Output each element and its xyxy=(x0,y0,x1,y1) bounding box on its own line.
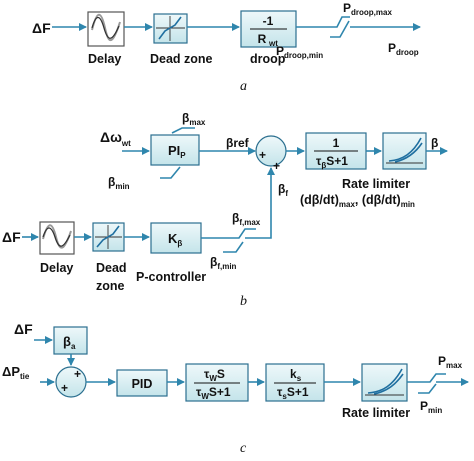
washout-denominator: τWS+1 xyxy=(196,385,231,401)
panel-c: ΔF βa ΔPtie + + PID τWS τWS+1 ks τsS+1 R… xyxy=(2,321,469,456)
beta-a-block xyxy=(53,326,88,355)
input-delta-f-c: ΔF xyxy=(14,321,33,337)
wire-feedback-to-sum xyxy=(245,167,275,239)
pmin-label: Pmin xyxy=(420,399,442,415)
kbeta-lower-limit-line xyxy=(223,241,244,253)
pid-label: PID xyxy=(132,377,153,391)
pi-upper-limit-line xyxy=(171,127,195,134)
rate-limiter-block-c xyxy=(361,363,408,402)
caption-c: c xyxy=(240,441,247,456)
sum-c-plus-2: + xyxy=(61,381,68,395)
deadzone-label: Dead zone xyxy=(150,52,213,66)
deadzone-icon xyxy=(156,16,185,41)
pi-lower-limit-line xyxy=(160,166,181,179)
beta-max-label: βmax xyxy=(182,111,206,127)
pmax-label: Pmax xyxy=(438,354,463,370)
sum-b-plus-1: + xyxy=(259,148,266,162)
lag-numerator: ks xyxy=(290,367,302,383)
beta-min-label: βmin xyxy=(108,175,130,191)
caption-b: b xyxy=(240,294,247,309)
beta-fmax-label: βf,max xyxy=(232,211,261,227)
input-delta-omega: Δωwt xyxy=(100,129,131,148)
limiter-upper-line xyxy=(329,16,350,28)
sum-b-plus-2: + xyxy=(273,159,280,173)
beta-output-label: β xyxy=(431,136,438,150)
pi-block xyxy=(150,134,200,166)
lag-denominator: τsS+1 xyxy=(277,385,309,401)
beta-ref-label: βref xyxy=(226,136,250,150)
deadzone-label-b1: Dead xyxy=(96,261,127,275)
sum-c-plus-1: + xyxy=(74,367,81,381)
droop-numerator: -1 xyxy=(263,14,274,28)
output-lower-limit-line xyxy=(418,383,437,394)
deadzone-label-b2: zone xyxy=(96,279,125,293)
caption-a: a xyxy=(240,79,247,94)
kbeta-block xyxy=(150,222,202,254)
pi-label: PIP xyxy=(168,143,186,160)
deadzone-icon-b xyxy=(95,225,122,249)
beta-fmin-label: βf,min xyxy=(210,255,237,271)
droop-label: droop xyxy=(250,52,286,66)
rate-limiter-icon-b xyxy=(386,137,423,164)
tf-numerator: 1 xyxy=(333,136,340,150)
pid-block xyxy=(116,369,168,397)
input-delta-f-b: ΔF xyxy=(2,229,21,245)
droop-denominator-sub: wt xyxy=(268,39,278,48)
input-delta-f: ΔF xyxy=(32,20,51,36)
beta-f-label: βf xyxy=(278,182,288,198)
rate-limiter-label-b: Rate limiter xyxy=(342,177,410,191)
delay-label-b: Delay xyxy=(40,261,73,275)
tf-denominator: τβS+1 xyxy=(316,154,348,170)
pdroop-output-label: Pdroop xyxy=(388,41,419,57)
output-upper-limit-line xyxy=(425,373,446,383)
delay-waveform-icon xyxy=(91,13,121,41)
pdroop-max-label: Pdroop,max xyxy=(343,1,392,17)
rate-limiter-block-b xyxy=(382,132,427,170)
pcontroller-label: P-controller xyxy=(136,270,206,284)
kbeta-upper-limit-line xyxy=(232,228,256,239)
rate-limiter-label-c: Rate limiter xyxy=(342,406,410,420)
input-delta-ptie: ΔPtie xyxy=(2,364,30,381)
droop-denominator: R xyxy=(258,32,267,46)
delay-waveform-icon-b xyxy=(42,224,72,249)
kbeta-label: Kβ xyxy=(168,231,182,248)
delay-label: Delay xyxy=(88,52,121,66)
pdroop-min-label: Pdroop,min xyxy=(276,44,323,60)
limiter-lower-line xyxy=(330,20,350,38)
washout-numerator: τWS xyxy=(204,367,225,383)
panel-a: ΔF Delay Dead zone -1 R wt droop Pdroop,… xyxy=(32,1,421,94)
rate-limits-label: (dβ/dt)max, (dβ/dt)min xyxy=(300,193,415,209)
rate-limiter-icon-c xyxy=(365,368,404,396)
panel-b: Δωwt PIP βmax βmin βref + + 1 τβS+1 β Ra… xyxy=(2,111,448,309)
beta-a-label: βa xyxy=(63,334,76,351)
